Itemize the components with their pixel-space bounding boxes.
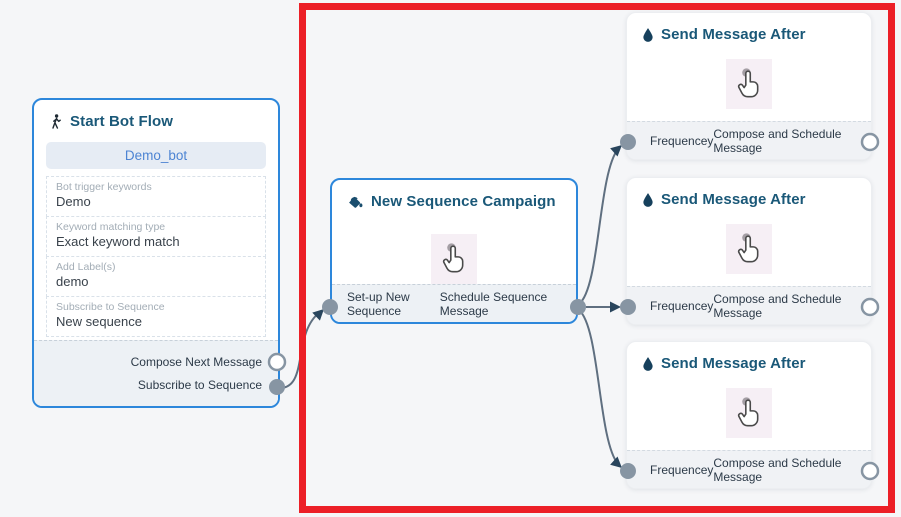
- send-node-header: Send Message After: [627, 342, 871, 378]
- field-label: Add Label(s): [56, 261, 116, 274]
- field-label: Bot trigger keywords: [56, 181, 152, 193]
- send-message-after-node-1[interactable]: Send Message After Frequencey Compose an…: [626, 12, 872, 160]
- field-label: Subscribe to Sequence: [56, 301, 165, 314]
- port-compose-next-message[interactable]: Compose Next Message: [130, 355, 262, 369]
- field-label: Keyword matching type: [56, 221, 166, 234]
- bot-name-button[interactable]: Demo_bot: [46, 142, 266, 169]
- port-compose-and-schedule-message[interactable]: Compose and Schedule Message: [713, 455, 842, 484]
- sequence-node-footer: Set-up New Sequence Schedule Sequence Me…: [332, 284, 576, 322]
- water-drop-icon: [642, 356, 654, 372]
- water-drop-icon: [642, 27, 654, 43]
- sequence-node-header: New Sequence Campaign: [332, 180, 576, 216]
- field-value: New sequence: [56, 314, 142, 330]
- field-bot-trigger-keywords: Bot trigger keywords Demo: [46, 176, 266, 218]
- port-frequency[interactable]: Frequencey: [650, 133, 714, 148]
- node-title: New Sequence Campaign: [371, 193, 556, 210]
- start-bot-flow-node[interactable]: Start Bot Flow Demo_bot Bot trigger keyw…: [32, 98, 280, 408]
- send-message-after-node-2[interactable]: Send Message After Frequencey Compose an…: [626, 177, 872, 325]
- field-value: Exact keyword match: [56, 234, 180, 250]
- send-message-after-node-3[interactable]: Send Message After Frequencey Compose an…: [626, 341, 872, 489]
- send-node-header: Send Message After: [627, 13, 871, 49]
- send-node-footer: Frequencey Compose and Schedule Message: [627, 121, 871, 159]
- node-title: Start Bot Flow: [70, 113, 174, 130]
- new-sequence-campaign-node[interactable]: New Sequence Campaign Set-up New Sequenc…: [330, 178, 578, 324]
- field-add-labels: Add Label(s) demo: [46, 256, 266, 298]
- port-setup-new-sequence[interactable]: Set-up New Sequence: [347, 289, 410, 318]
- field-value: Demo: [56, 194, 91, 210]
- port-frequency[interactable]: Frequencey: [650, 298, 714, 313]
- send-node-header: Send Message After: [627, 178, 871, 214]
- send-node-footer: Frequencey Compose and Schedule Message: [627, 286, 871, 324]
- port-subscribe-to-sequence[interactable]: Subscribe to Sequence: [137, 378, 262, 392]
- port-compose-and-schedule-message[interactable]: Compose and Schedule Message: [713, 126, 842, 155]
- port-schedule-sequence-message[interactable]: Schedule Sequence Message: [439, 289, 548, 318]
- start-node-footer: Compose Next Message Subscribe to Sequen…: [34, 340, 278, 406]
- node-title: Send Message After: [661, 191, 806, 208]
- paint-bucket-icon: [347, 194, 364, 210]
- field-keyword-matching-type: Keyword matching type Exact keyword matc…: [46, 216, 266, 258]
- send-node-footer: Frequencey Compose and Schedule Message: [627, 450, 871, 488]
- bot-fields: Bot trigger keywords Demo Keyword matchi…: [46, 176, 266, 338]
- port-frequency[interactable]: Frequencey: [650, 462, 714, 477]
- field-subscribe-to-sequence: Subscribe to Sequence New sequence: [46, 296, 266, 338]
- start-bot-flow-header: Start Bot Flow: [34, 100, 278, 136]
- hand-cursor-icon[interactable]: [726, 224, 772, 274]
- node-title: Send Message After: [661, 26, 806, 43]
- port-compose-and-schedule-message[interactable]: Compose and Schedule Message: [713, 291, 842, 320]
- field-value: demo: [56, 274, 89, 290]
- hand-cursor-icon[interactable]: [726, 59, 772, 109]
- water-drop-icon: [642, 192, 654, 208]
- hand-cursor-icon[interactable]: [726, 388, 772, 438]
- hand-cursor-icon[interactable]: [431, 234, 477, 284]
- node-title: Send Message After: [661, 355, 806, 372]
- walking-person-icon: [49, 113, 63, 130]
